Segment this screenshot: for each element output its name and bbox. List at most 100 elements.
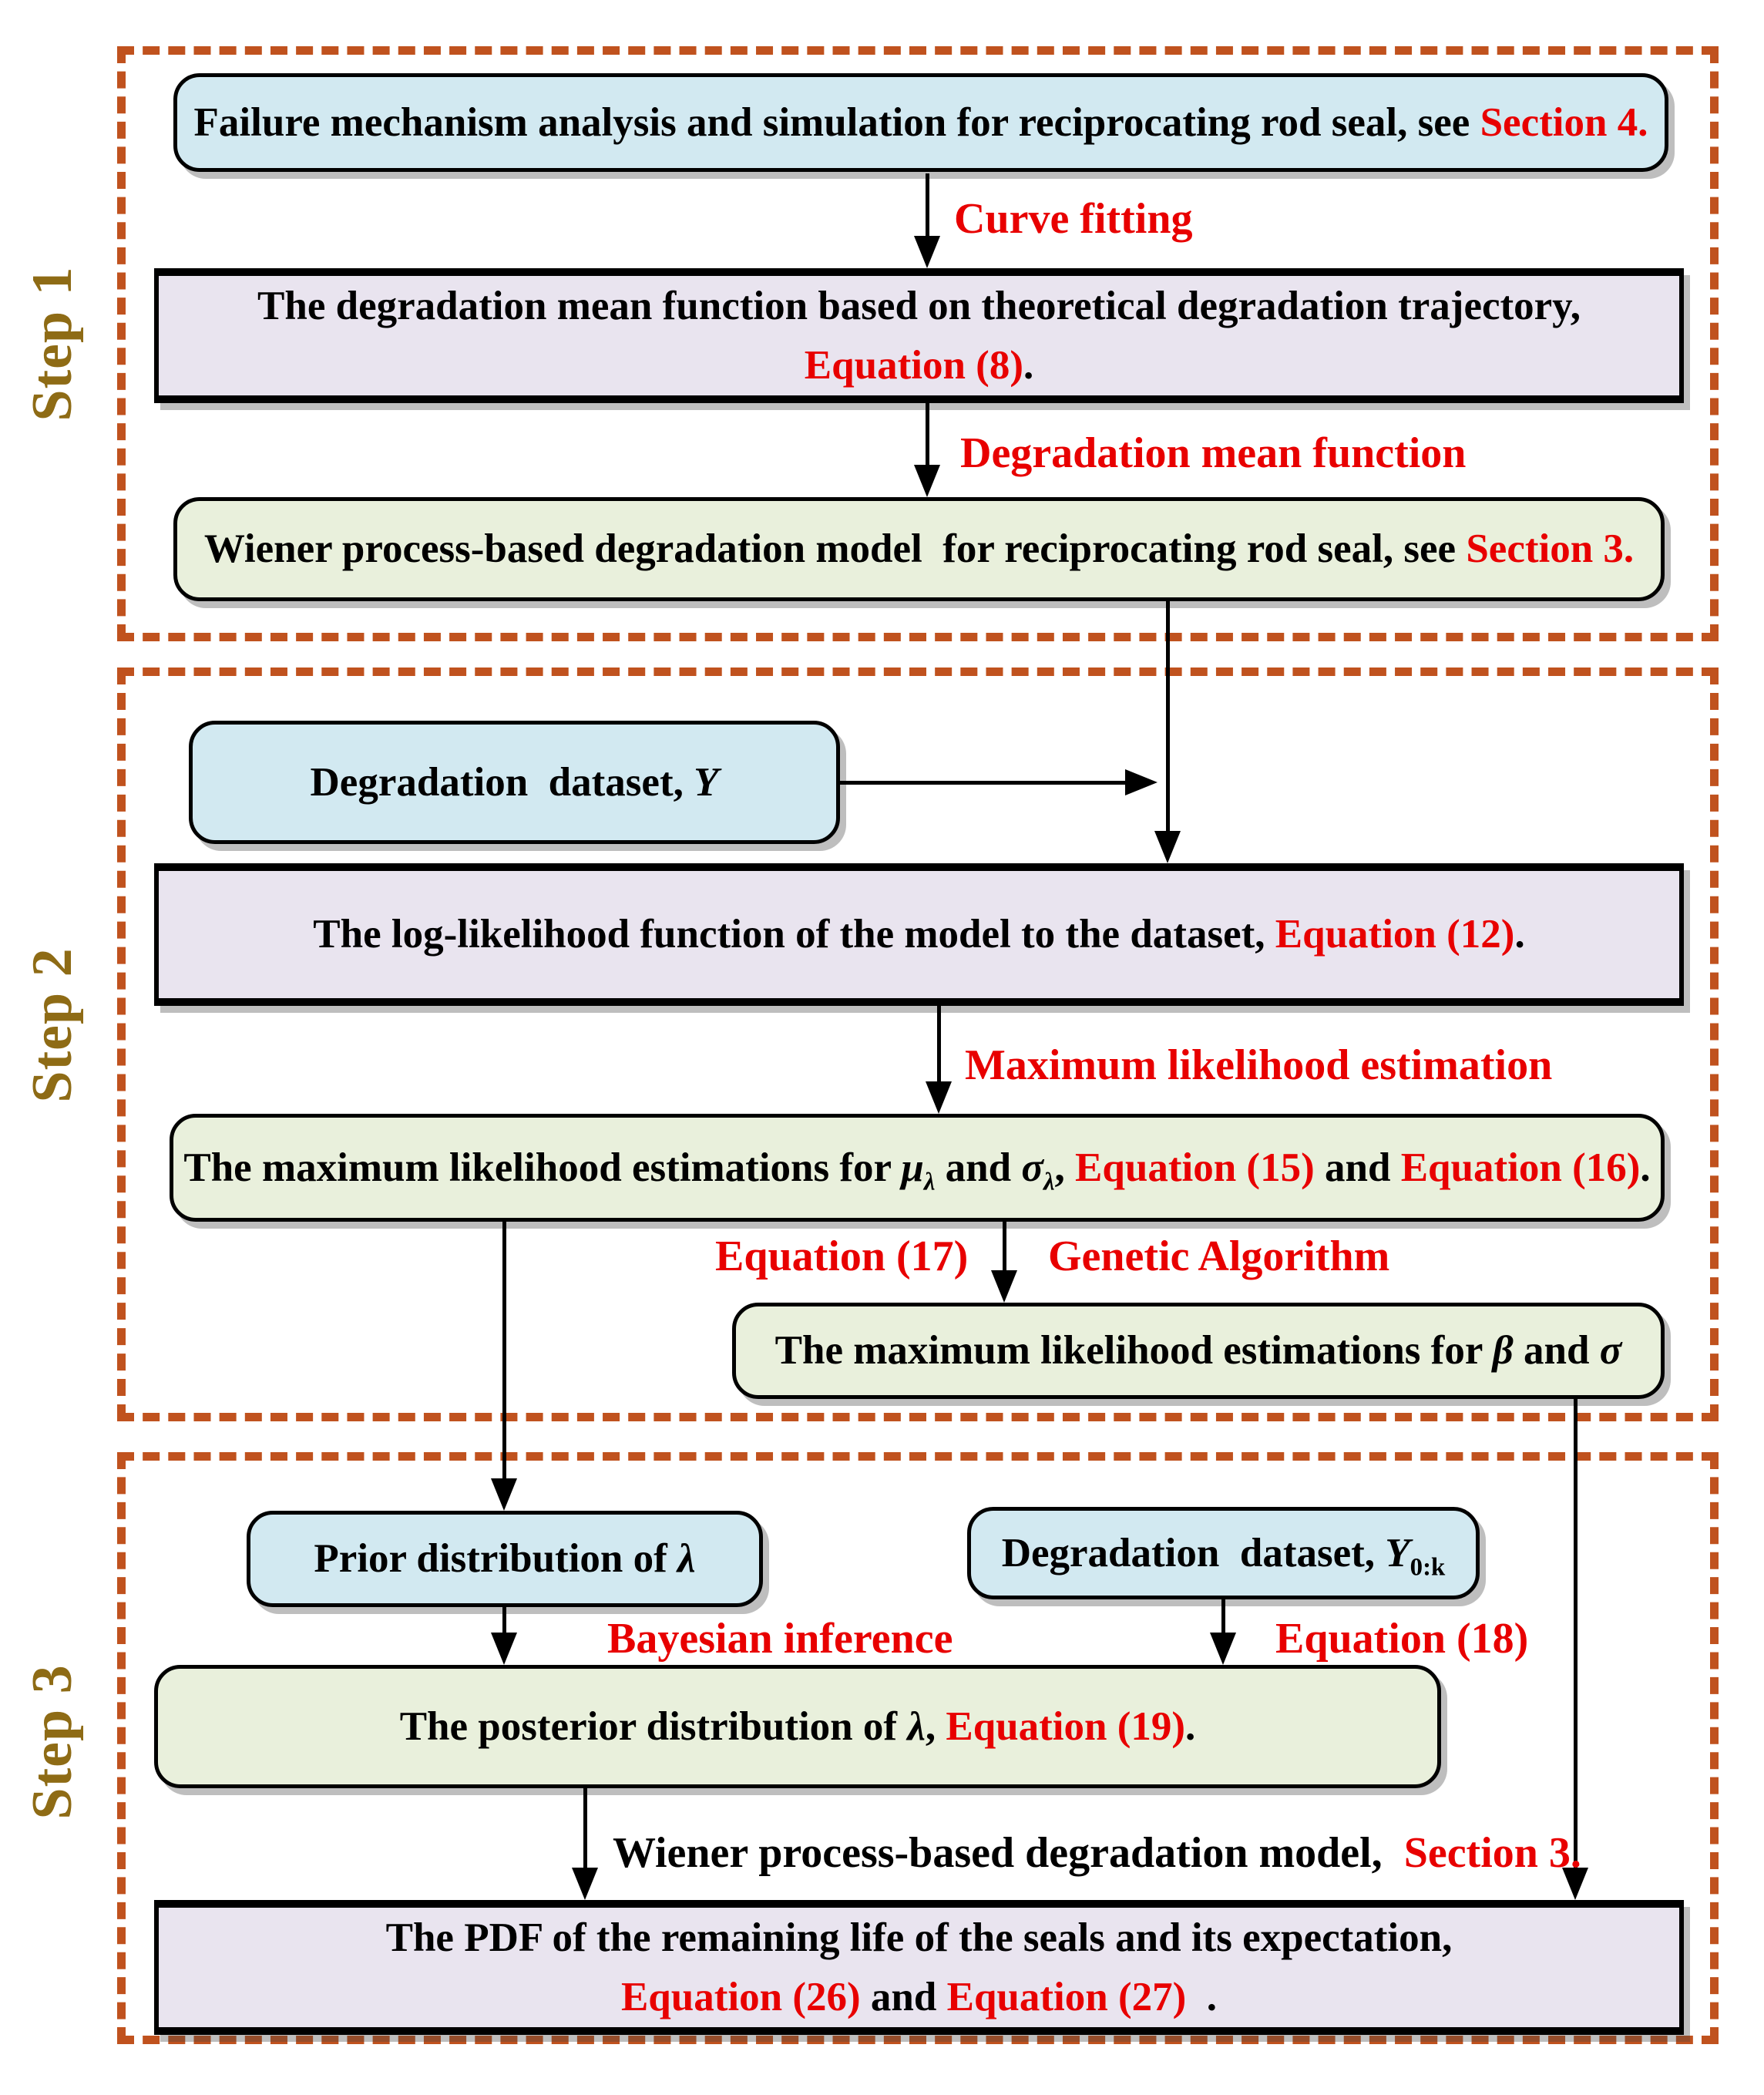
label-maximum-likelihood-estimation: Maximum likelihood estimation [965,1041,1553,1089]
label-wiener-model-section3: Wiener process-based degradation model, … [613,1828,1581,1878]
label-bayesian-inference: Bayesian inference [607,1615,953,1663]
step2-label: Step 2 [20,947,84,1103]
box-degradation-dataset-y: Degradation dataset, Y [189,721,840,844]
label-degradation-mean-function: Degradation mean function [960,429,1467,477]
text-segment-section3: Section 3. [1403,1829,1581,1877]
text-segment-equation12: Equation (12) [1275,912,1515,957]
flow-arrow-mle-to-prior-line [502,1222,506,1480]
text-segment: , [925,1703,946,1749]
text-segment-lambda: λ [907,1703,926,1749]
flow-arrow-mean-to-wiener-head [914,465,940,497]
text-segment: The log-likelihood function of the model… [313,912,1275,957]
text-segment-equation15: Equation (15) [1075,1145,1315,1190]
flow-arrow-loglik-to-mle-head [926,1081,952,1114]
flow-arrow-wiener-to-loglik-line [1166,601,1170,832]
flow-arrow-mle-to-prior-head [491,1478,517,1511]
box-pdf-line2: Equation (26) and Equation (27) . [621,1968,1217,2027]
text-segment-lambda: λ [677,1536,696,1582]
box-wiener-model: Wiener process-based degradation model f… [173,497,1665,601]
box-mle-beta-sigma: The maximum likelihood estimations for β… [732,1303,1665,1399]
box-mle-beta-sigma-text: The maximum likelihood estimations for β… [775,1321,1622,1380]
text-segment-equation26: Equation (26) [620,1974,861,2019]
box-wiener-text: Wiener process-based degradation model f… [204,520,1634,579]
box-mle-mu-sigma-text: The maximum likelihood estimations for μ… [183,1138,1650,1198]
text-segment: The posterior distribution of [399,1703,908,1749]
flow-arrow-mean-to-wiener-line [926,403,929,466]
flow-arrow-beta-to-pdf-head [1562,1868,1588,1900]
box-degradation-dataset-y0k: Degradation dataset, Y0:k [967,1507,1480,1599]
flow-arrow-prior-to-posterior-head [491,1633,517,1665]
text-segment-sigma: σ [1599,1328,1622,1374]
box-failure-mechanism: Failure mechanism analysis and simulatio… [173,73,1668,172]
text-segment-period: . [1640,1145,1651,1190]
text-segment: and [1513,1328,1600,1374]
flow-arrow-mle-to-beta-head [991,1270,1017,1303]
text-segment: Wiener process-based degradation model, [613,1829,1404,1877]
text-segment-equation16: Equation (16) [1400,1145,1641,1190]
box-dataset-y0k-text: Degradation dataset, Y0:k [1002,1524,1446,1583]
text-segment-period: . [1514,912,1525,957]
text-segment: and [860,1974,947,2019]
text-segment-beta: β [1492,1328,1514,1374]
text-segment-sigma: σ [1021,1145,1043,1190]
text-segment-var-y: Y [1385,1530,1410,1575]
label-equation-17: Equation (17) [715,1232,969,1280]
step3-frame [117,1452,1719,2044]
text-segment-equation19: Equation (19) [946,1703,1186,1749]
flow-arrow-dataset-join-line [840,781,1127,785]
step3-label: Step 3 [20,1664,84,1820]
text-segment-var-sub: 0:k [1410,1553,1446,1582]
flow-arrow-wiener-to-loglik-head [1154,831,1181,863]
text-segment: and [935,1145,1022,1190]
text-segment: Prior distribution of [314,1536,678,1582]
text-segment: Wiener process-based degradation model f… [203,526,1467,572]
label-genetic-algorithm: Genetic Algorithm [1048,1232,1390,1280]
flow-arrow-curve-fitting-line [926,173,929,239]
text-segment-period: . [1185,1703,1196,1749]
box-mean-line2: Equation (8). [805,336,1033,395]
text-segment: Degradation dataset, [1001,1530,1386,1575]
step2-frame [117,668,1719,1421]
text-segment: , [1054,1145,1076,1190]
label-equation-18: Equation (18) [1275,1615,1529,1663]
text-segment-mu-sub: λ [923,1168,936,1196]
text-segment: Failure mechanism analysis and simulatio… [193,99,1480,145]
flow-arrow-y0k-to-posterior-line [1221,1599,1225,1634]
box-pdf-remaining-life: The PDF of the remaining life of the sea… [154,1900,1684,2035]
box-failure-text: Failure mechanism analysis and simulatio… [194,93,1648,153]
box-prior-distribution: Prior distribution of λ [247,1511,763,1607]
flow-arrow-prior-to-posterior-line [502,1607,506,1634]
text-segment: Degradation dataset, [310,759,694,805]
box-mean-line1: The degradation mean function based on t… [257,283,1581,328]
box-log-likelihood: The log-likelihood function of the model… [154,863,1684,1006]
box-posterior-distribution: The posterior distribution of λ, Equatio… [154,1665,1441,1788]
text-segment-section3: Section 3. [1466,526,1635,572]
box-dataset-y-text: Degradation dataset, Y [311,753,719,812]
step1-frame [117,46,1719,641]
step1-label: Step 1 [20,266,84,422]
text-segment: The maximum likelihood estimations for [774,1328,1493,1374]
text-segment-mu: μ [901,1145,924,1190]
flow-arrow-beta-to-pdf-line [1574,1397,1578,1868]
flow-arrow-mle-to-beta-line [1003,1222,1006,1272]
flow-arrow-loglik-to-mle-line [937,1006,941,1083]
text-segment-equation27: Equation (27) [946,1974,1187,2019]
text-segment-period: . [1023,342,1034,388]
text-segment: The maximum likelihood estimations for [183,1145,902,1190]
flow-arrow-curve-fitting-head [914,236,940,268]
box-prior-text: Prior distribution of λ [314,1529,695,1589]
flow-arrow-posterior-to-pdf-head [572,1868,598,1900]
label-curve-fitting: Curve fitting [954,195,1193,243]
flow-arrow-dataset-join-head [1125,769,1158,795]
text-segment-var-y: Y [694,759,719,805]
box-loglik-text: The log-likelihood function of the model… [313,905,1524,964]
box-posterior-text: The posterior distribution of λ, Equatio… [400,1697,1196,1757]
text-segment: and [1314,1145,1401,1190]
text-segment-sigma-sub: λ [1043,1168,1055,1196]
box-degradation-mean-function: The degradation mean function based on t… [154,268,1684,403]
flow-arrow-y0k-to-posterior-head [1210,1633,1236,1665]
flow-arrow-posterior-to-pdf-line [583,1788,587,1869]
box-pdf-line1: The PDF of the remaining life of the sea… [385,1915,1453,1960]
text-segment-section4: Section 4. [1480,99,1648,145]
